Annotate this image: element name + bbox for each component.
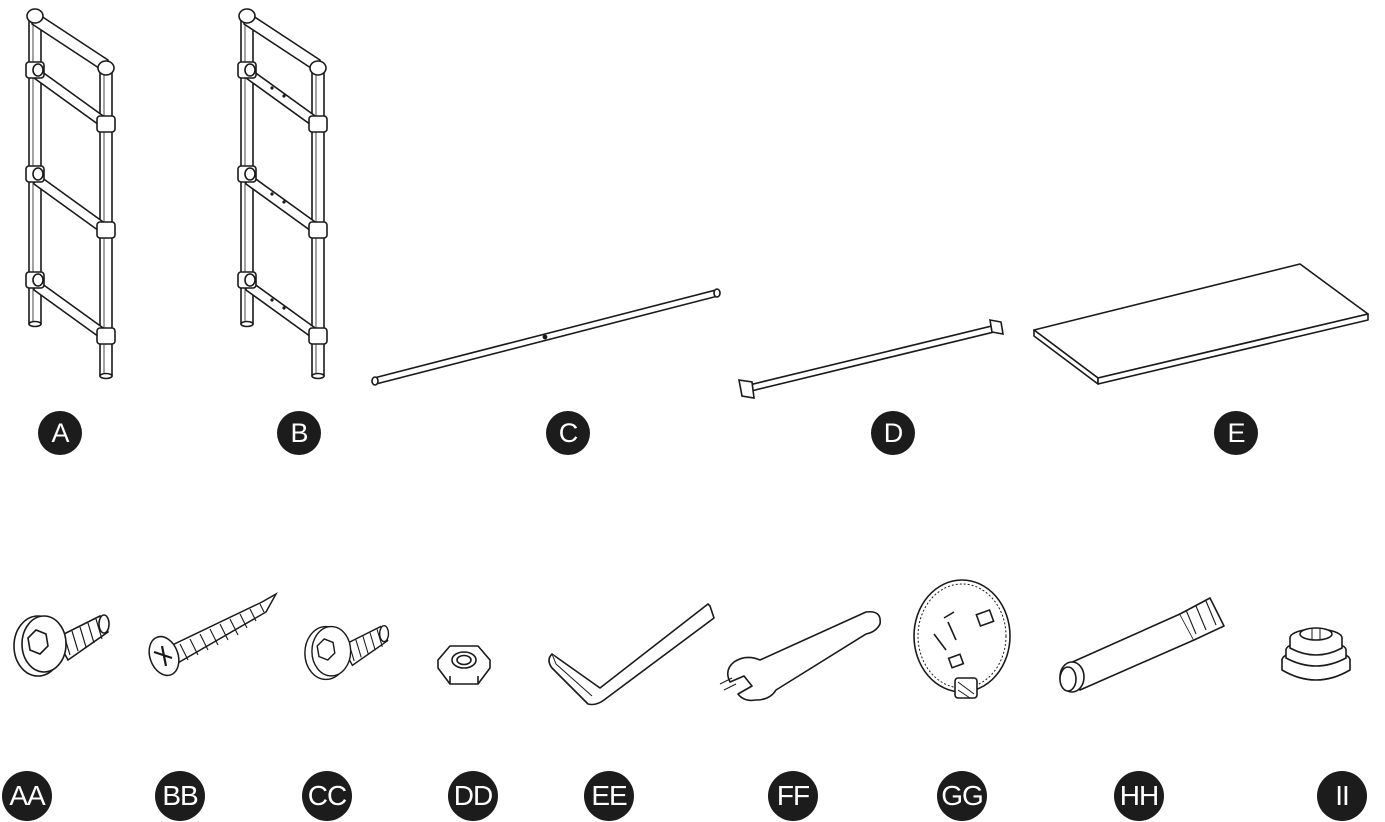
badge-bb: BB [155, 771, 205, 821]
badge-d: D [871, 411, 915, 455]
part-c-long-rod [371, 288, 721, 386]
badge-hh: HH [1114, 771, 1164, 821]
badge-b: B [277, 411, 321, 455]
badge-e: E [1214, 411, 1258, 455]
part-a-side-frame [25, 8, 116, 380]
part-d-bracket-bar [738, 319, 1004, 399]
hardware-gg-anti-tip-kit [913, 579, 1011, 699]
hardware-ii-foot-cap [1281, 627, 1351, 681]
badge-ee: EE [584, 771, 634, 821]
hardware-bb-wood-screw [148, 592, 278, 677]
badge-c: C [546, 411, 590, 455]
badge-ii: II [1317, 771, 1367, 821]
hardware-ee-allen-key [548, 603, 715, 706]
hardware-ff-wrench [719, 610, 882, 702]
hardware-cc-short-bolt [304, 625, 390, 681]
hardware-hh-dowel [1059, 597, 1225, 693]
badge-ff: FF [768, 771, 818, 821]
badge-gg: GG [937, 771, 987, 821]
badge-aa: AA [2, 771, 52, 821]
badge-a: A [38, 411, 82, 455]
part-e-shelf-board [1033, 263, 1369, 385]
hardware-dd-hex-nut [437, 645, 491, 685]
hardware-aa-bolt [13, 614, 110, 677]
badge-dd: DD [448, 771, 498, 821]
part-b-side-frame [237, 8, 328, 380]
badge-cc: CC [302, 771, 352, 821]
